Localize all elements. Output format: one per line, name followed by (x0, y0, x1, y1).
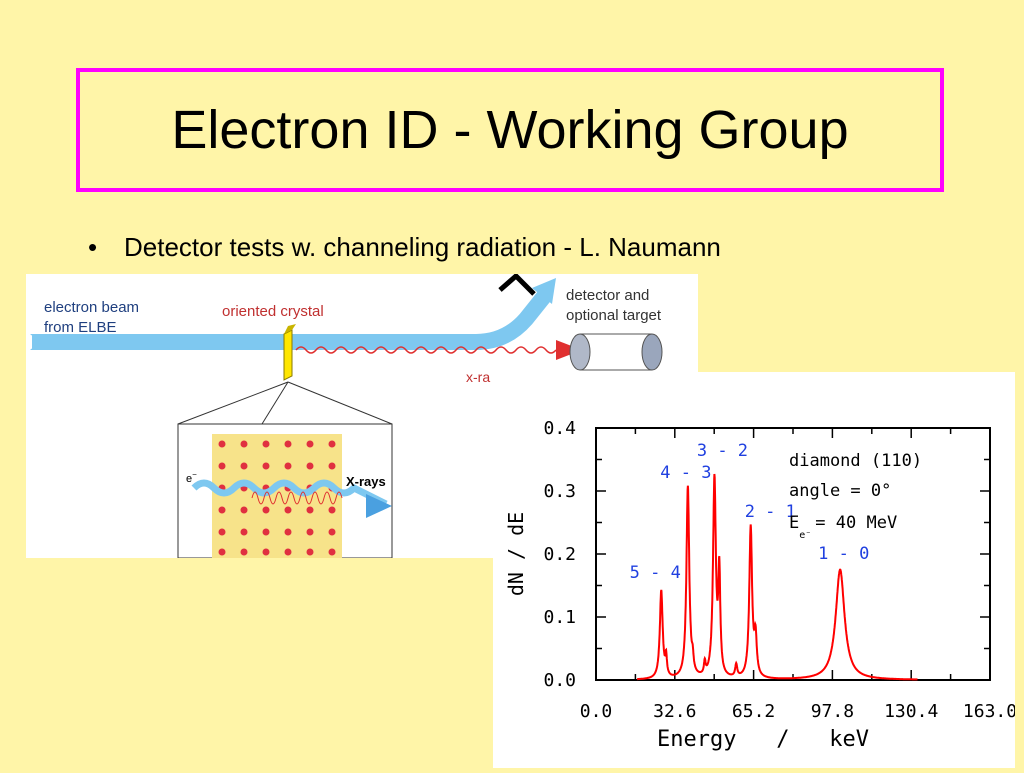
peak-label: 2 - 1 (745, 502, 796, 522)
electron-beam (32, 289, 553, 350)
spectrum-line (637, 473, 918, 681)
lattice-atom (218, 548, 226, 556)
lattice-atom (284, 506, 292, 514)
lattice-atom (262, 506, 270, 514)
lattice-atom (306, 462, 314, 470)
lattice-atom (218, 462, 226, 470)
peak-label: 5 - 4 (630, 563, 681, 583)
lattice-atom (284, 440, 292, 448)
peak-label: 4 - 3 (660, 463, 711, 483)
y-tick-label: 0.0 (543, 670, 576, 691)
inset-electron-label: e− (186, 470, 197, 485)
crystal (283, 329, 293, 381)
lattice-atom (240, 548, 248, 556)
lattice-atom (240, 440, 248, 448)
lattice-atom (306, 548, 314, 556)
spectrum-plot: 0.0 32.6 65.2 97.8 130.4 163.0 0.0 0.1 0.2 0.3 0.4… (493, 372, 1017, 768)
axis-tick-labels: 0.0 32.6 65.2 97.8 130.4 163.0 0.0 0.1 0.2 0.3 0.4 (543, 418, 1017, 722)
lattice-atom (284, 528, 292, 536)
bullet-dot: • (88, 232, 98, 262)
y-tick-label: 0.1 (543, 607, 576, 628)
bullet-item: • Detector tests w. channeling radiation … (88, 232, 721, 263)
lattice-atom (328, 462, 336, 470)
beam-label-1: electron beam (44, 299, 139, 316)
lattice-atom (328, 440, 336, 448)
inset-electron-path (191, 479, 388, 508)
lattice-atom (328, 528, 336, 536)
zoom-line-center (261, 381, 289, 425)
x-axis-label: Energy / keV (657, 727, 869, 752)
y-axis-label: dN / dE (504, 512, 528, 596)
lattice-atom (240, 506, 248, 514)
inset-xrays-label: X-rays (346, 474, 386, 489)
beam-label-2: from ELBE (44, 319, 117, 336)
x-tick-label: 97.8 (811, 701, 854, 722)
lattice-atom (262, 440, 270, 448)
lattice-atom (240, 462, 248, 470)
lattice-atom (328, 506, 336, 514)
inset-xray-wave (251, 491, 343, 505)
x-tick-label: 32.6 (653, 701, 696, 722)
peak-label: 3 - 2 (697, 441, 748, 461)
annotation-crystal: diamond (110) (789, 451, 922, 471)
lattice-atom (218, 506, 226, 514)
lattice-atom (262, 548, 270, 556)
spectrum-svg: 0.0 32.6 65.2 97.8 130.4 163.0 0.0 0.1 0.2 0.3 0.4… (504, 418, 1017, 752)
beam-entry-chevron (30, 334, 46, 350)
x-tick-label: 130.4 (884, 701, 938, 722)
annotation-angle: angle = 0° (789, 481, 891, 501)
zoom-line-left (177, 381, 289, 425)
xray-label: x-ra (466, 369, 490, 385)
detector-label-1: detector and (566, 287, 649, 304)
lattice-atom (328, 548, 336, 556)
schematic-svg: electron beam from ELBE oriented crystal… (30, 272, 663, 559)
lattice-atom (262, 462, 270, 470)
y-tick-label: 0.4 (543, 418, 576, 439)
x-tick-label: 0.0 (580, 701, 613, 722)
dump-bracket-icon (498, 272, 536, 296)
lattice-atom (262, 528, 270, 536)
x-tick-label: 163.0 (963, 701, 1015, 722)
peak-label: 1 - 0 (818, 544, 869, 564)
slide-title: Electron ID - Working Group (171, 100, 849, 160)
lattice-atom (306, 506, 314, 514)
crystal-label: oriented crystal (222, 303, 324, 320)
bullet-text: Detector tests w. channeling radiation -… (124, 232, 721, 262)
beam-exit-arrow (532, 278, 556, 304)
lattice-atom (218, 440, 226, 448)
title-box: Electron ID - Working Group (76, 68, 944, 192)
peak-labels: 5 - 4 4 - 33 - 2 2 - 1 1 - 0 (630, 441, 870, 583)
inset-arrow (366, 494, 392, 518)
lattice-atom (306, 528, 314, 536)
detector-icon (569, 333, 663, 371)
zoom-line-right (287, 381, 393, 425)
y-tick-label: 0.2 (543, 544, 576, 565)
x-tick-label: 65.2 (732, 701, 775, 722)
lattice-atom (240, 528, 248, 536)
xray-arrow (556, 340, 582, 360)
lattice-atom (306, 440, 314, 448)
crystal-top (284, 324, 296, 334)
xray-wave (295, 346, 557, 354)
annotation-energy: Ee⁻= 40 MeV (789, 513, 897, 541)
lattice-atom (284, 548, 292, 556)
y-tick-label: 0.3 (543, 481, 576, 502)
lattice-atom (284, 462, 292, 470)
lattice-atom (218, 528, 226, 536)
detector-label-2: optional target (566, 307, 662, 324)
